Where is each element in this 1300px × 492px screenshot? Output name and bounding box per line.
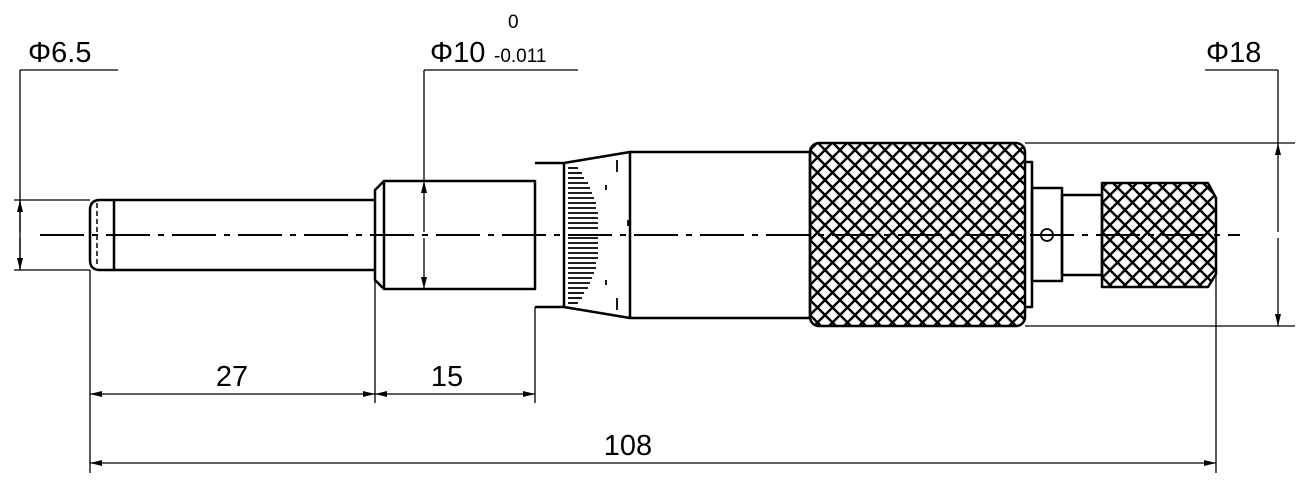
dim-sleeve-length: 15 <box>431 361 463 393</box>
dim-sleeve-upper-tol: 0 <box>508 12 519 33</box>
dim-overall-length: 108 <box>604 430 652 462</box>
dim-knob-dia: Φ18 <box>1206 37 1261 69</box>
thimble-scale <box>563 150 632 320</box>
dim-spindle-dia: Φ6.5 <box>28 37 91 69</box>
thimble-graduations <box>568 160 629 310</box>
dim-sleeve-lower-tol: -0.011 <box>494 46 546 67</box>
dimension-lines <box>14 69 1295 473</box>
thimble-collar <box>535 161 566 309</box>
dim-sleeve-dia: Φ10 <box>430 37 485 69</box>
dim-spindle-length: 27 <box>216 361 248 393</box>
dimension-texts: Φ6.5 Φ10 0 -0.011 Φ18 27 15 108 <box>28 12 1261 462</box>
